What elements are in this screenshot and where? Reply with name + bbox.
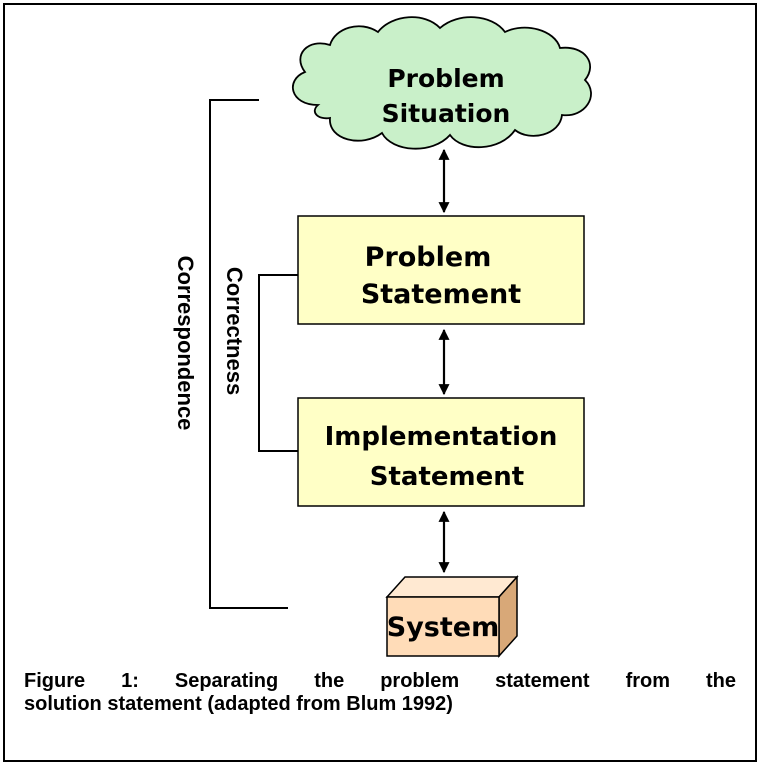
figure-caption: Figure 1: Separating the problem stateme… (24, 670, 736, 716)
problem-statement-line2: Statement (361, 279, 521, 310)
implementation-statement-line2: Statement (370, 462, 524, 492)
problem-statement-rect (297, 215, 585, 325)
caption-line1: Figure 1: Separating the problem stateme… (24, 670, 736, 692)
system-box-top (385, 576, 519, 598)
system-label: System (387, 612, 499, 643)
caption-line2: solution statement (adapted from Blum 19… (24, 693, 453, 715)
correctness-bracket (258, 274, 298, 452)
correspondence-bracket (209, 99, 288, 609)
correspondence-label: Correspondence (173, 256, 198, 431)
implementation-statement-rect (297, 397, 585, 507)
cloud-line1: Problem (387, 64, 504, 93)
system-box: System (385, 575, 519, 658)
implementation-statement-line1: Implementation (325, 422, 558, 452)
problem-statement-box: Problem Statement (297, 215, 585, 325)
problem-situation-cloud: Problem Situation (292, 16, 592, 150)
implementation-statement-box: Implementation Statement (297, 397, 585, 507)
problem-statement-line1: Problem (365, 242, 492, 273)
cloud-shape (292, 16, 592, 150)
cloud-line2: Situation (382, 99, 511, 128)
correctness-label: Correctness (222, 267, 247, 395)
system-box-front (386, 596, 500, 657)
